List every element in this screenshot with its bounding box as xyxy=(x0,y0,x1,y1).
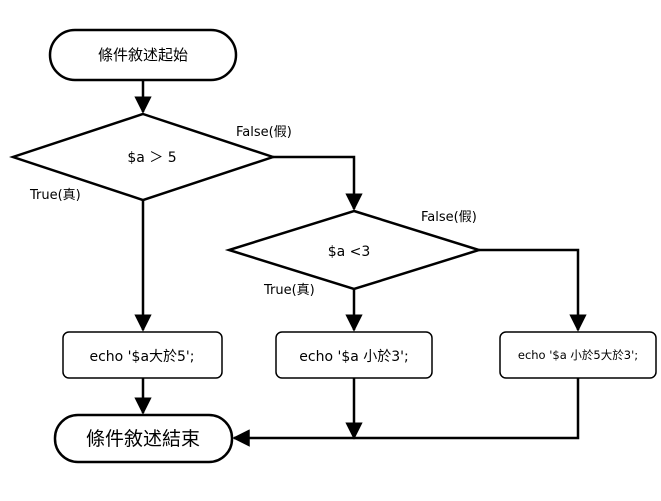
decision2-label: $a <3 xyxy=(328,244,371,260)
box1-label: echo '$a大於5'; xyxy=(89,349,194,365)
box3-label: echo '$a 小於5大於3'; xyxy=(518,348,638,362)
arrow-box3-to-end xyxy=(232,378,580,447)
decision2-node: $a <3 xyxy=(224,209,484,291)
end-label: 條件敘述結束 xyxy=(86,428,200,450)
box1-node: echo '$a大於5'; xyxy=(62,331,223,379)
end-node: 條件敘述結束 xyxy=(53,413,234,464)
arrow-decision2-false xyxy=(479,248,587,332)
box2-node: echo '$a 小於3'; xyxy=(275,331,433,379)
box2-label: echo '$a 小於3'; xyxy=(299,349,408,365)
decision1-true-label: True(真) xyxy=(29,188,81,203)
box3-node: echo '$a 小於5大於3'; xyxy=(499,331,657,379)
decision2-false-label: False(假) xyxy=(421,210,477,225)
decision2-true-label: True(真) xyxy=(263,283,315,298)
decision1-false-label: False(假) xyxy=(236,125,292,140)
start-node: 條件敘述起始 xyxy=(48,28,238,82)
start-label: 條件敘述起始 xyxy=(98,46,188,64)
decision1-label: $a ＞ 5 xyxy=(127,150,176,166)
arrow-decision1-false xyxy=(273,155,363,211)
